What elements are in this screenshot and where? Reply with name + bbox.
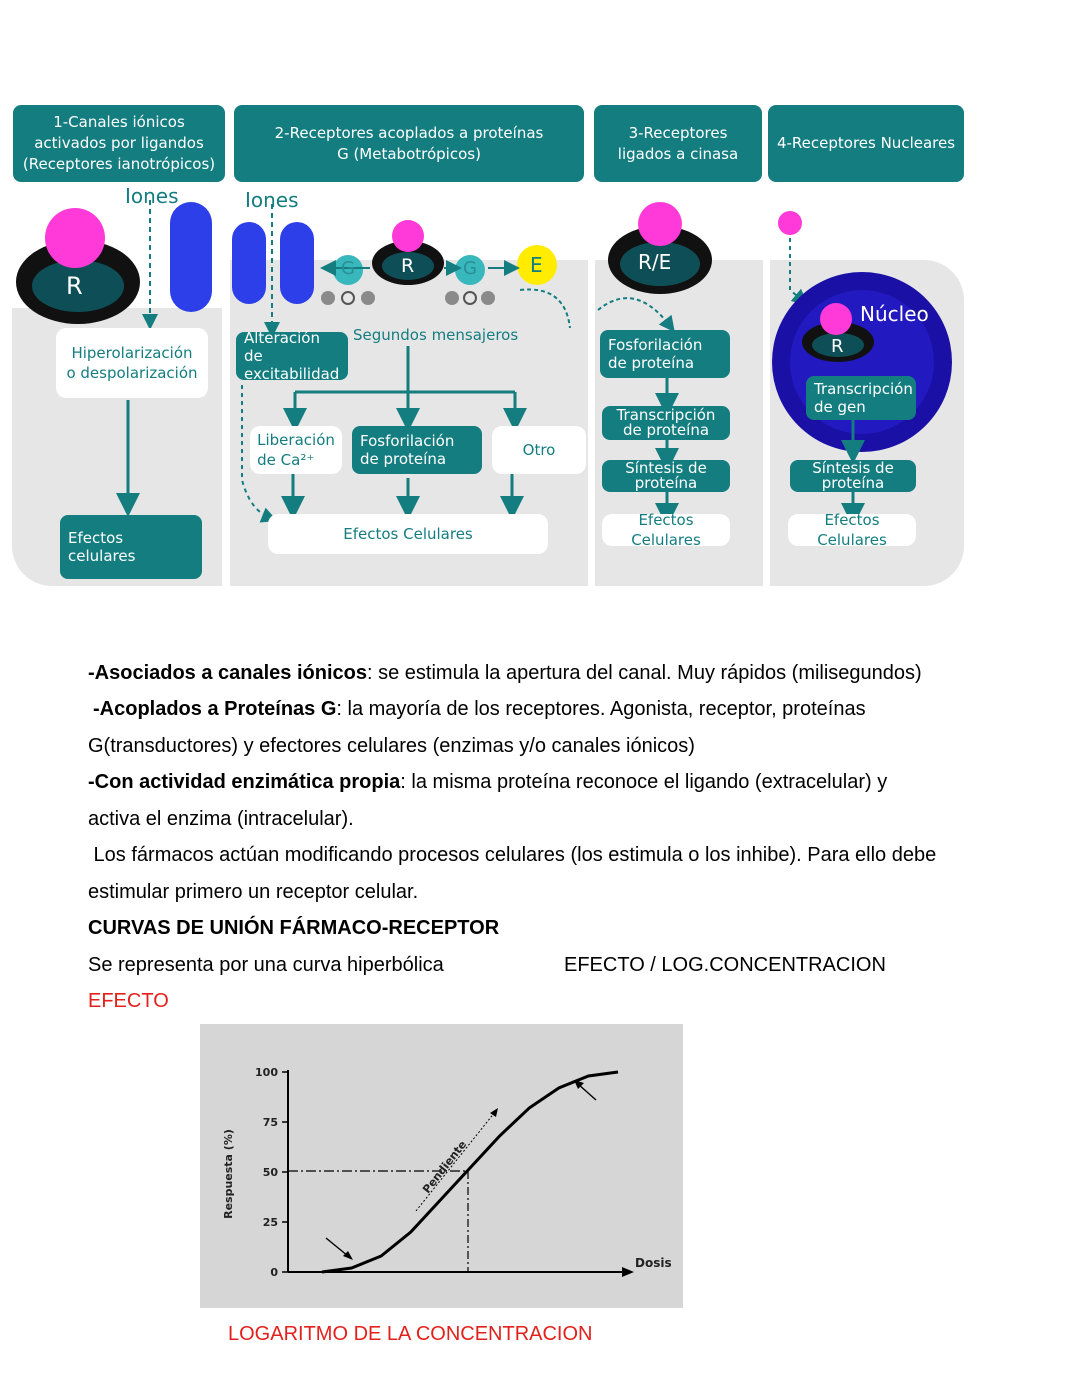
phosphorylation-box: Fosforilación de proteína <box>352 426 482 474</box>
header-g-protein: 2-Receptores acoplados a proteínas G (Me… <box>234 105 584 182</box>
x-axis-label: Dosis <box>635 1256 672 1270</box>
ion-channel-icon <box>280 222 314 304</box>
curve-axes-label: EFECTO / LOG.CONCENTRACION <box>564 954 886 976</box>
receptor-label: R <box>66 272 83 300</box>
phosphorylation-box: Fosforilación de proteína <box>600 330 730 378</box>
paragraph-text: estimular primero un receptor celular. <box>88 881 419 903</box>
paragraph-gprotein: -Acoplados a Proteínas G: la mayoría de … <box>93 697 866 721</box>
ligand-icon <box>392 220 424 252</box>
paragraph-enzymatic: -Con actividad enzimática propia: la mis… <box>88 770 887 794</box>
g-protein-icon <box>455 255 485 285</box>
paragraph-text: : la mayoría de los receptores. Agonista… <box>336 698 866 720</box>
transcription-box: Transcripción de proteína <box>602 406 730 440</box>
y-tick-label: 0 <box>270 1266 278 1279</box>
section-heading: CURVAS DE UNIÓN FÁRMACO-RECEPTOR <box>88 917 500 939</box>
header-ionic-channels: 1-Canales iónicos activados por ligandos… <box>13 105 225 182</box>
g-protein-label: G <box>341 258 355 279</box>
effects-box-kinase: Efectos Celulares <box>602 511 730 549</box>
effects-box-gprotein: Efectos Celulares <box>268 514 548 554</box>
term-gprotein: -Acoplados a Proteínas G <box>93 698 337 720</box>
y-tick-label: 75 <box>263 1116 278 1129</box>
paragraph-text: Los fármacos actúan modificando procesos… <box>88 844 937 866</box>
curve-description: Se representa por una curva hiperbólica <box>88 954 444 976</box>
paragraph-text: : se estimula la apertura del canal. Muy… <box>367 662 922 684</box>
slope-arrow-head-icon <box>490 1108 498 1117</box>
second-messengers-label: Segundos mensajeros <box>353 326 519 344</box>
ions-label: Iones <box>245 188 299 212</box>
header-nuclear: 4-Receptores Nucleares <box>768 105 964 182</box>
receptor-label: R <box>831 336 844 357</box>
term-ionic: -Asociados a canales iónicos <box>88 662 367 684</box>
ions-label: Iones <box>125 184 179 208</box>
arrow-head-icon <box>574 1080 584 1089</box>
chart-svg: 0 25 50 75 100 Respuesta (%) Dosis Pendiente <box>222 1066 672 1279</box>
dose-response-chart: 0 25 50 75 100 Respuesta (%) Dosis Pendiente <box>200 1024 683 1308</box>
y-axis-label: Respuesta (%) <box>222 1129 235 1219</box>
g-protein-icon <box>333 255 363 285</box>
ion-channel-icon <box>170 202 212 312</box>
term-enzymatic: -Con actividad enzimática propia <box>88 771 401 793</box>
paragraph-ionic: -Asociados a canales iónicos: se estimul… <box>88 661 922 685</box>
x-axis-arrow-icon <box>622 1267 634 1277</box>
header-kinase: 3-Receptores ligados a cinasa <box>594 105 762 182</box>
efecto-label: EFECTO <box>88 990 169 1012</box>
high-plateau-arrow <box>577 1083 597 1101</box>
synthesis-box: Síntesis de proteína <box>602 460 730 492</box>
effects-box-ionic: Efectos celulares <box>60 515 202 579</box>
log-concentration-label: LOGARITMO DE LA CONCENTRACION <box>228 1323 593 1345</box>
nucleus-label: Núcleo <box>860 302 929 326</box>
calcium-box: Liberación de Ca²⁺ <box>250 426 342 474</box>
ligand-icon <box>45 208 105 268</box>
paragraph-text: G(transductores) y efectores celulares (… <box>88 735 695 757</box>
receptor-label: R/E <box>638 250 672 274</box>
excitability-box: Alteración de excitabilidad <box>236 329 348 383</box>
hyperpolarization-box: Hiperolarización o despolarización <box>56 328 208 398</box>
ligand-icon <box>820 303 852 335</box>
ion-channel-icon <box>232 222 266 304</box>
effects-box-nuclear: Efectos Celulares <box>788 511 916 549</box>
y-tick-label: 50 <box>263 1166 279 1179</box>
subunits-icon <box>321 291 495 305</box>
y-tick-label: 100 <box>255 1066 278 1079</box>
paragraph-text: activa el enzima (intracelular). <box>88 808 354 830</box>
ligand-icon <box>778 211 802 235</box>
ligand-icon <box>638 202 682 246</box>
receptor-label: R <box>401 255 415 277</box>
g-protein-label: G <box>463 258 477 279</box>
low-threshold-arrow <box>325 1237 349 1257</box>
slope-annotation: Pendiente <box>420 1138 469 1196</box>
dose-response-curve <box>321 1070 619 1274</box>
other-box: Otro <box>492 426 586 474</box>
arrow-head-icon <box>343 1251 353 1260</box>
gene-transcription-box: Transcripción de gen <box>806 376 916 420</box>
paragraph-text: : la misma proteína reconoce el ligando … <box>400 771 888 793</box>
y-tick-label: 25 <box>263 1216 278 1229</box>
effector-label: E <box>530 253 543 277</box>
effector-icon <box>517 245 557 285</box>
synthesis-box: Síntesis de proteína <box>790 460 916 492</box>
slope-arrow <box>415 1111 496 1212</box>
receptor-types-diagram: 1-Canales iónicos activados por ligandos… <box>10 100 970 590</box>
